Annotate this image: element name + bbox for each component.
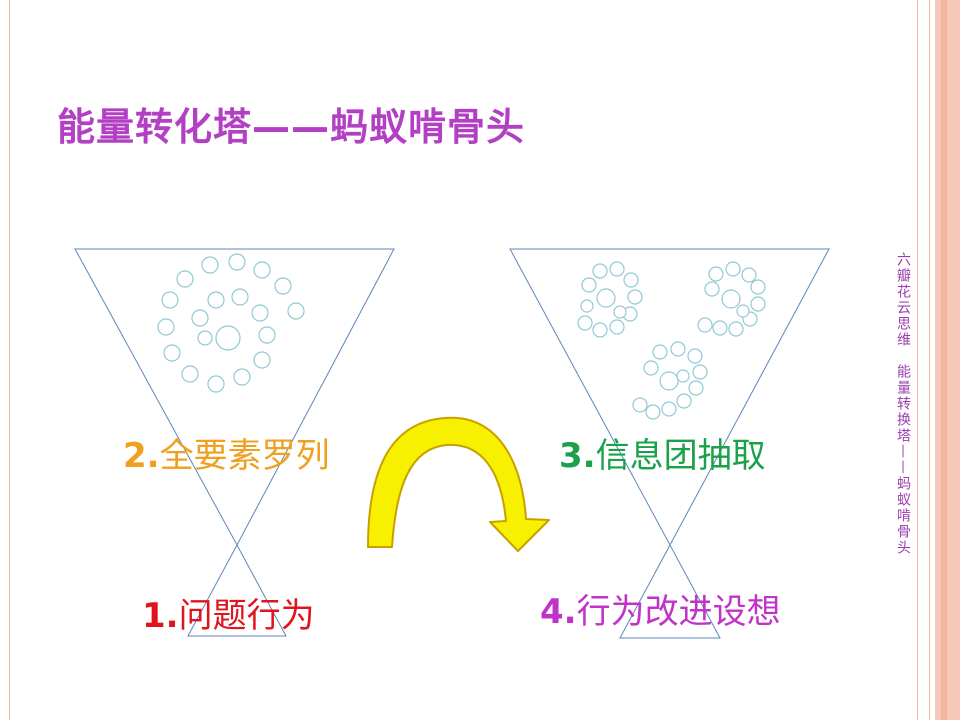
bead-left-11 [233, 368, 251, 386]
bead-left-18 [197, 330, 213, 346]
step-2-label: 2.全要素罗列 [123, 428, 330, 477]
bead-right-2 [623, 272, 639, 288]
bead-right-15 [750, 279, 766, 295]
side-decorative-band [935, 0, 960, 720]
bead-right-0 [592, 263, 608, 279]
bead-right-12 [708, 266, 724, 282]
bead-right-23 [736, 304, 750, 318]
bead-right-3 [627, 289, 643, 305]
step-2-text: 全要素罗列 [159, 436, 330, 476]
right-hourglass-bottom [619, 543, 721, 639]
bead-right-35 [676, 369, 690, 383]
right-hourglass [509, 248, 830, 639]
step-1-text: 问题行为 [178, 596, 315, 636]
step-2-number: 2. [123, 436, 160, 476]
bead-right-29 [676, 393, 692, 409]
step-3-number: 3. [559, 436, 596, 476]
bead-right-24 [652, 344, 668, 360]
bead-right-31 [645, 404, 661, 420]
bead-right-22 [721, 289, 741, 309]
bead-right-20 [697, 317, 713, 333]
right-frame-line [917, 0, 918, 720]
bead-left-8 [163, 344, 181, 362]
step-1-label: 1.问题行为 [142, 588, 315, 637]
step-4-label: 4.行为改进设想 [540, 584, 781, 633]
bead-right-30 [661, 401, 677, 417]
left-bead-spiral [157, 253, 305, 393]
bead-right-11 [580, 299, 594, 313]
bead-left-10 [207, 375, 225, 393]
bead-right-34 [659, 371, 679, 391]
step-3-text: 信息团抽取 [595, 436, 766, 476]
bead-right-25 [670, 341, 686, 357]
left-hourglass [74, 248, 395, 637]
bead-left-17 [191, 309, 209, 327]
bead-right-10 [613, 305, 627, 319]
bead-right-16 [750, 296, 766, 312]
side-caption: 六瓣花云思维 能量转换塔——蚂蚁啃骨头 [895, 252, 911, 556]
left-hourglass-outline [74, 248, 395, 547]
bead-right-8 [581, 277, 597, 293]
bead-left-13 [258, 326, 276, 344]
bead-left-3 [253, 261, 271, 279]
bead-right-33 [643, 360, 659, 376]
slide-title: 能量转化塔——蚂蚁啃骨头 [57, 105, 526, 149]
bead-right-18 [728, 321, 744, 337]
bead-left-16 [207, 291, 225, 309]
side-decorative-band-inner [941, 0, 947, 720]
bead-left-14 [251, 304, 269, 322]
step-1-number: 1. [142, 596, 179, 636]
bead-right-9 [596, 288, 616, 308]
bead-right-7 [577, 315, 593, 331]
bead-right-1 [609, 261, 625, 277]
bead-right-6 [592, 322, 608, 338]
bead-left-5 [287, 302, 305, 320]
left-hourglass-bottom [187, 543, 287, 637]
bead-right-13 [725, 261, 741, 277]
bead-left-4 [274, 277, 292, 295]
right-frame-line-2 [929, 0, 930, 720]
step-4-number: 4. [540, 592, 577, 632]
bead-right-5 [609, 319, 625, 335]
right-hourglass-outline [509, 248, 830, 547]
curved-arrow-icon [367, 416, 550, 552]
bead-right-26 [687, 348, 703, 364]
bead-left-19 [215, 325, 241, 351]
bead-right-27 [692, 364, 708, 380]
bead-left-0 [176, 270, 194, 288]
left-frame-line [9, 0, 10, 720]
step-3-label: 3.信息团抽取 [559, 428, 766, 477]
bead-right-19 [712, 320, 728, 336]
bead-right-28 [688, 380, 704, 396]
bead-left-9 [181, 365, 199, 383]
right-bead-clusters [577, 261, 766, 420]
bead-right-32 [632, 397, 648, 413]
bead-right-21 [704, 281, 720, 297]
bead-left-7 [157, 318, 175, 336]
bead-right-14 [741, 267, 757, 283]
bead-left-6 [161, 291, 179, 309]
bead-left-12 [253, 351, 271, 369]
step-4-text: 行为改进设想 [576, 592, 781, 632]
bead-left-2 [228, 253, 246, 271]
bead-left-15 [231, 288, 249, 306]
bead-left-1 [201, 256, 219, 274]
